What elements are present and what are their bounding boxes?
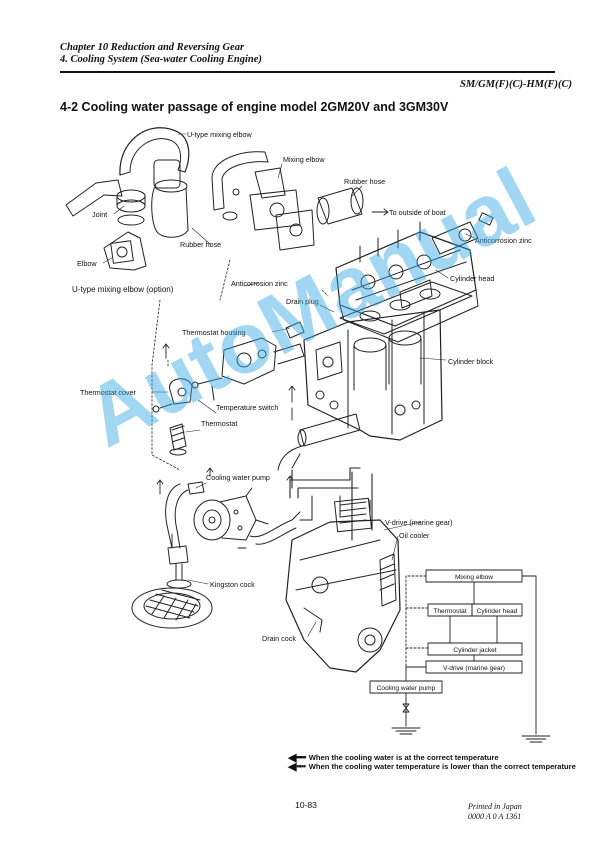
fc-box-cylinder-jacket <box>427 642 523 656</box>
page-header: Chapter 10 Reduction and Reversing Gear … <box>60 42 262 66</box>
section-heading: 4-2 Cooling water passage of engine mode… <box>60 100 449 114</box>
kingston-cock-drawing <box>131 545 213 629</box>
dashed-arrow-icon: ◀┅┅ <box>288 760 306 773</box>
cylinder-block-drawing <box>303 309 443 441</box>
fc-label-thermostat: Thermostat <box>433 608 467 615</box>
label-thermostat-housing: Thermostat housing <box>182 328 246 337</box>
bypass-dashed-lines <box>151 259 329 471</box>
intake-hose-drawing <box>165 481 301 549</box>
label-cooling-water-pump: Cooling water pump <box>206 473 270 482</box>
label-drain-cock: Drain cock <box>262 634 296 643</box>
chapter-title: Chapter 10 Reduction and Reversing Gear <box>60 42 245 53</box>
label-drain-plug: Drain plug <box>286 297 319 306</box>
oil-cooler-drawing <box>379 553 397 607</box>
rubber-hose-mid-drawing <box>277 413 361 471</box>
thermostat-housing-drawing <box>191 321 305 401</box>
fc-label-cylinder-jacket: Cylinder jacket <box>453 647 496 654</box>
thermostat-cover-drawing <box>152 378 193 413</box>
cooling-water-pump-drawing <box>193 487 269 541</box>
fc-label-cooling-water-pump: Cooling water pump <box>377 685 436 692</box>
label-u-type-option: U-type mixing elbow (option) <box>72 285 174 294</box>
cooling-passage-diagram: U-type mixing elbow Mixing elbow Rubber … <box>65 127 551 743</box>
label-thermostat: Thermostat <box>201 419 237 428</box>
flow-block-chart <box>369 569 551 743</box>
mixing-elbow-drawing <box>211 151 315 251</box>
u-type-mixing-elbow-drawing <box>65 127 190 271</box>
label-elbow: Elbow <box>77 259 97 268</box>
flow-arrows <box>156 208 389 549</box>
legend-solid: ◀━━ When the cooling water is at the cor… <box>288 751 499 764</box>
cylinder-head-drawing <box>335 221 479 343</box>
leader-lines <box>102 133 475 637</box>
label-to-outside-of-boat: To outside of boat <box>389 208 446 217</box>
label-u-type-mixing-elbow: U-type mixing elbow <box>187 130 253 139</box>
thermostat-drawing <box>169 423 187 456</box>
header-rule <box>60 71 555 73</box>
head-gasket-drawing <box>339 281 473 335</box>
diagram-labels: U-type mixing elbow Mixing elbow Rubber … <box>72 130 532 692</box>
printed-text: Printed in Japan <box>468 802 522 811</box>
legend-solid-text: When the cooling water is at the correct… <box>308 753 499 762</box>
v-drive-drawing <box>285 495 401 673</box>
label-mixing-elbow: Mixing elbow <box>283 155 325 164</box>
legend-dashed: ◀┅┅ When the cooling water temperature i… <box>288 760 576 773</box>
printed-info: Printed in Japan 0000 A 0 A 1361 <box>468 802 522 822</box>
fc-label-v-drive: V-drive (marine gear) <box>443 665 505 672</box>
solid-arrow-icon: ◀━━ <box>288 751 306 764</box>
rubber-hose-top-drawing <box>316 187 364 225</box>
water-passage-lines <box>289 467 373 541</box>
label-temperature-switch: Temperature switch <box>216 403 278 412</box>
anticorrosion-zinc-right-drawing <box>431 212 494 255</box>
doc-code: 0000 A 0 A 1361 <box>468 812 522 821</box>
model-code: SM/GM(F)(C)-HM(F)(C) <box>460 79 572 90</box>
label-cylinder-head: Cylinder head <box>450 274 494 283</box>
label-thermostat-cover: Thermostat cover <box>80 388 137 397</box>
fc-label-mixing-elbow: Mixing elbow <box>455 574 493 581</box>
label-rubber-hose-top: Rubber hose <box>344 177 385 186</box>
label-kingston-cock: Kingston cock <box>210 580 255 589</box>
label-cylinder-block: Cylinder block <box>448 357 494 366</box>
label-joint: Joint <box>92 210 107 219</box>
label-anticorrosion-zinc-right: Anticorrosion zinc <box>475 236 532 245</box>
legend-dashed-text: When the cooling water temperature is lo… <box>308 762 576 771</box>
section-title-header: 4. Cooling System (Sea-water Cooling Eng… <box>60 54 262 65</box>
label-v-drive: V-drive (marine gear) <box>385 518 453 527</box>
label-anticorrosion-zinc: Anticorrosion zinc <box>231 279 288 288</box>
label-oil-cooler: Oil cooler <box>399 531 430 540</box>
label-rubber-hose: Rubber hose <box>180 240 221 249</box>
page-number: 10-83 <box>295 800 317 810</box>
fc-label-cylinder-head: Cylinder head <box>477 608 518 615</box>
